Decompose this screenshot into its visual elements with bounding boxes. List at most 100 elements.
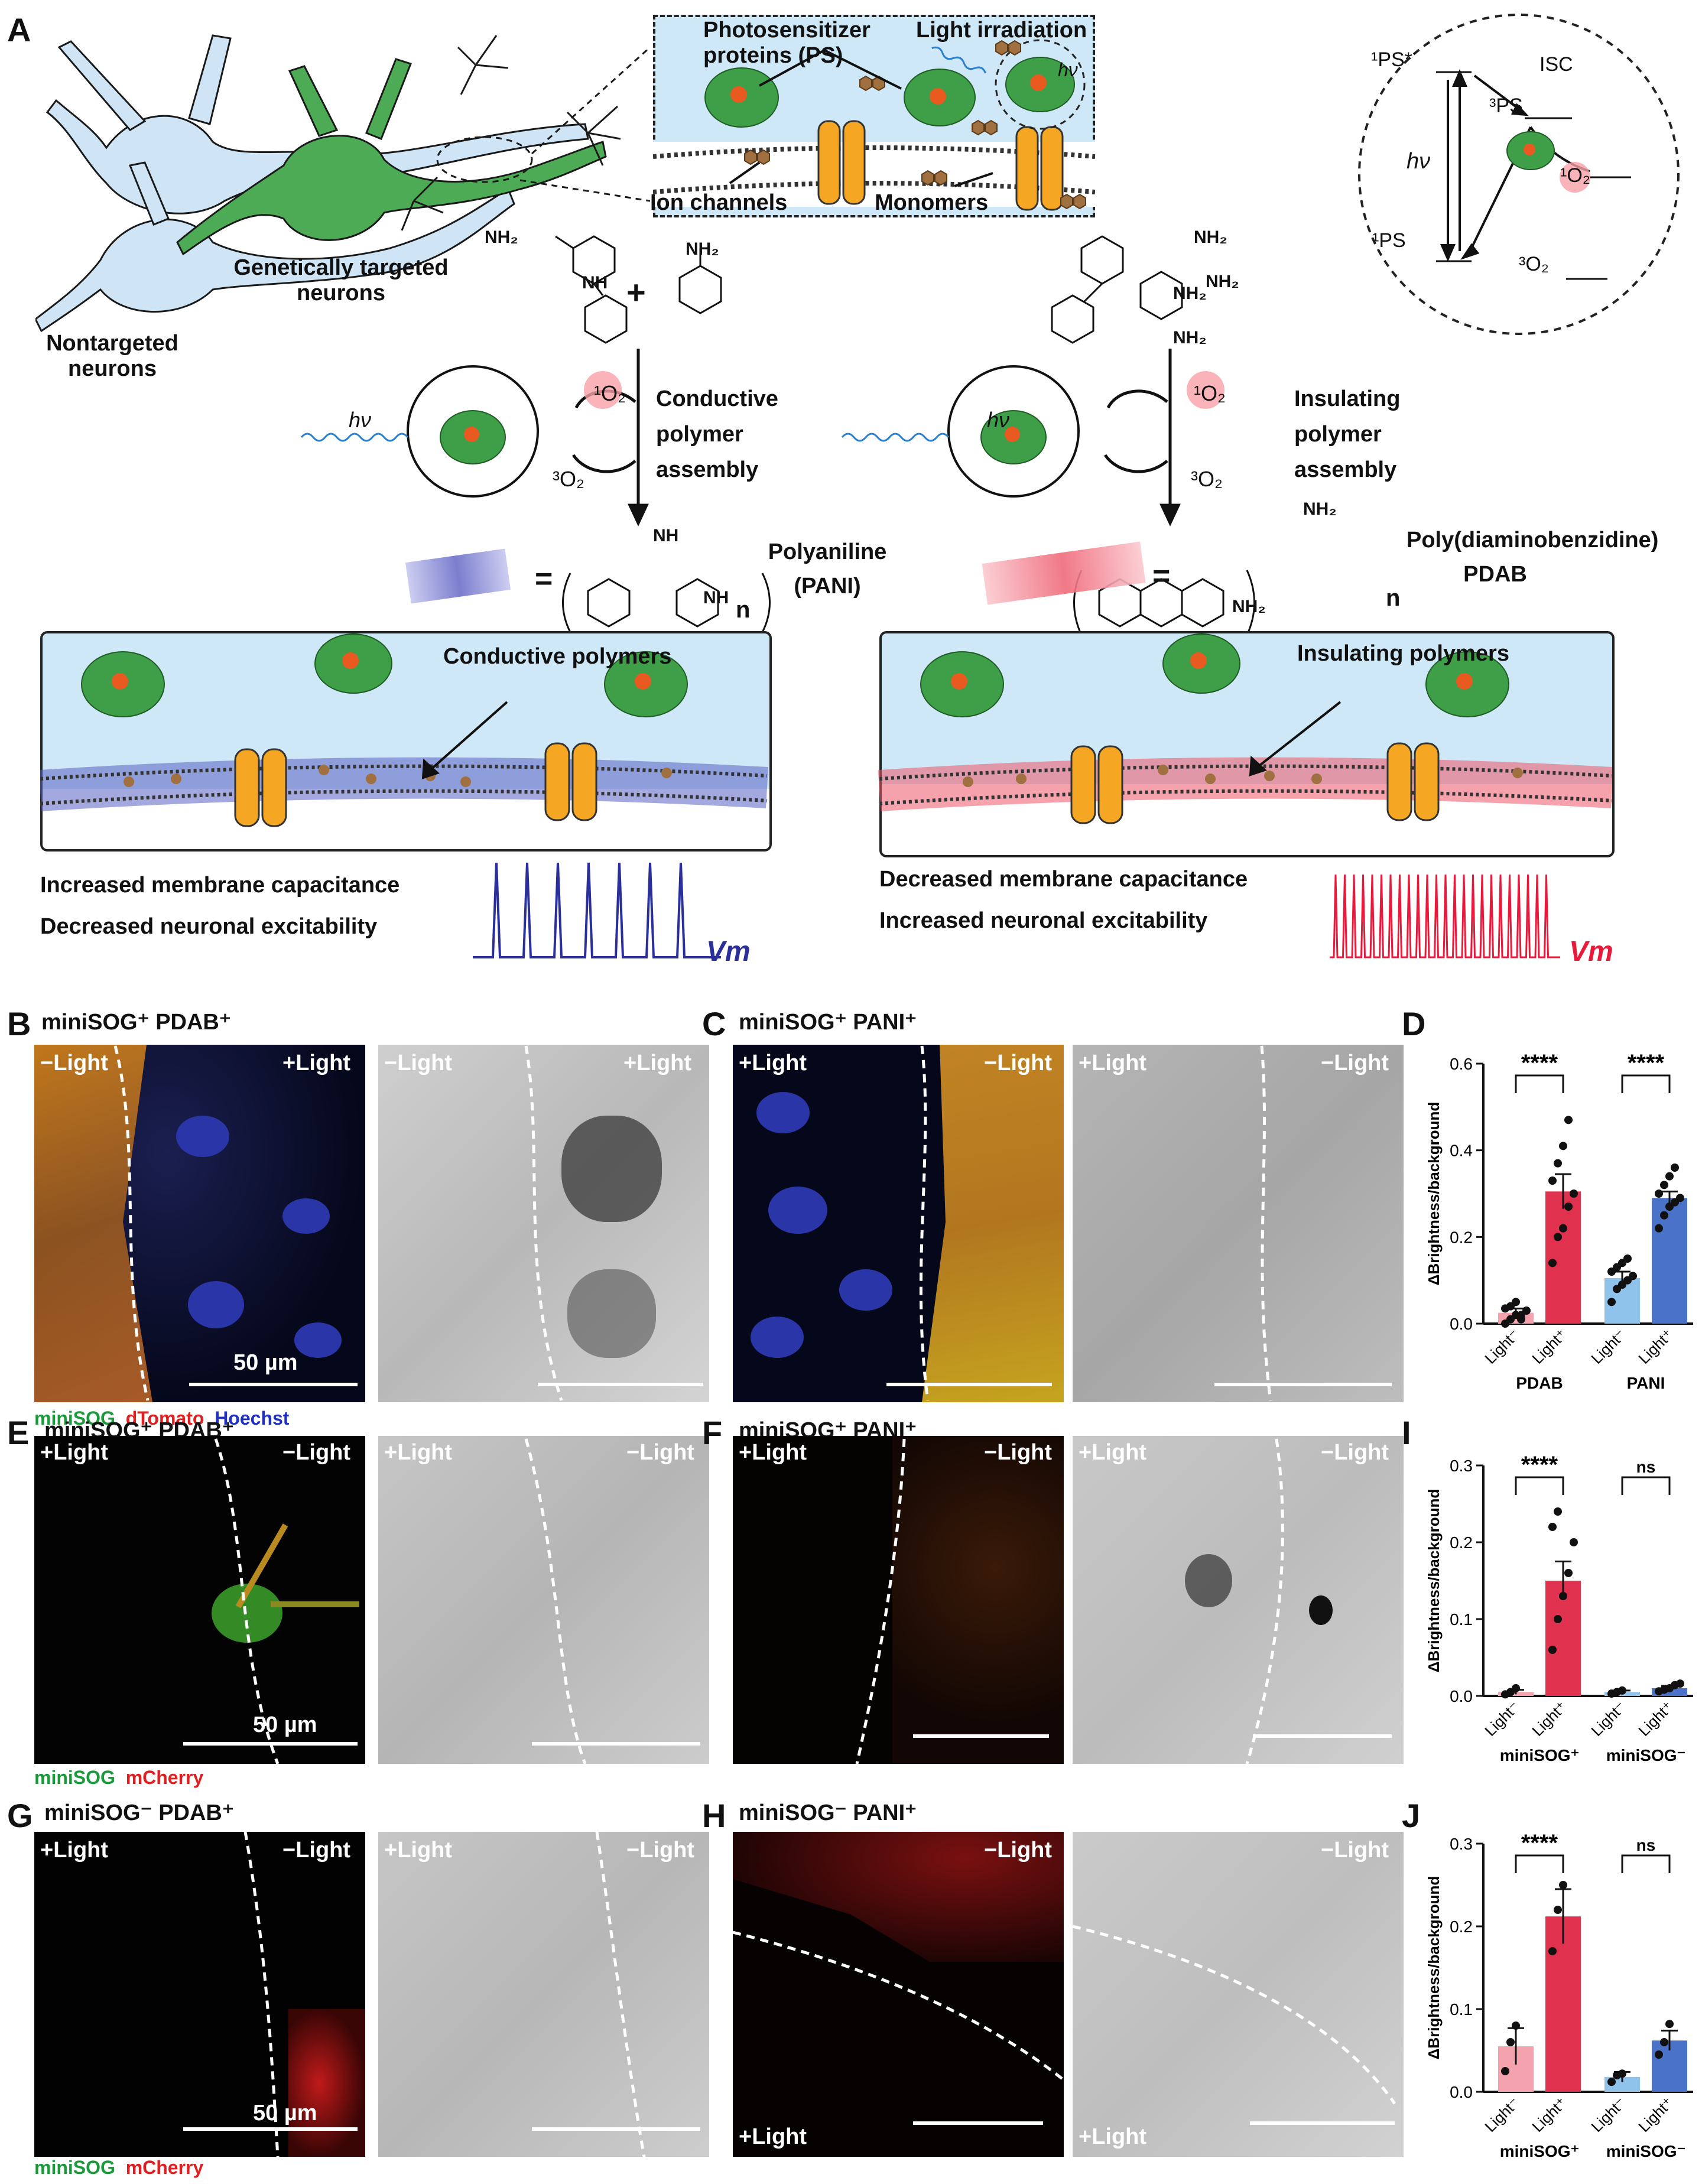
panel-f-fluorescence xyxy=(733,1436,1064,1764)
data-point xyxy=(1512,2022,1520,2030)
c-right-light-plus: +Light xyxy=(1079,1051,1147,1075)
b-right-light-plus: +Light xyxy=(623,1051,692,1075)
group-label: miniSOG⁺ xyxy=(1500,1746,1580,1764)
nontargeted-neurons-label: Nontargeted neurons xyxy=(46,331,178,381)
data-point xyxy=(1607,2078,1616,2086)
hv-right: hν xyxy=(987,408,1010,432)
panel-h-fluorescence xyxy=(733,1832,1064,2157)
vm-label-right: Vm xyxy=(1569,936,1613,967)
panel-e-brightfield xyxy=(378,1436,709,1764)
b-scale-label: 50 µm xyxy=(233,1350,298,1375)
panel-label-f: F xyxy=(702,1414,723,1451)
h-right-light-plus: +Light xyxy=(1079,2124,1147,2149)
panel-f-brightfield xyxy=(1073,1436,1404,1764)
cycle-triplet-o2: ³O₂ xyxy=(1519,253,1549,275)
group-label: miniSOG⁺ xyxy=(1500,2142,1580,2160)
data-point xyxy=(1548,1176,1557,1185)
data-point xyxy=(1522,1306,1531,1315)
legend-dtomato: dTomato xyxy=(125,1408,204,1429)
data-point xyxy=(1564,1116,1573,1124)
data-point xyxy=(1548,1523,1557,1531)
e-legend-mcherry: mCherry xyxy=(125,1767,204,1788)
hv-label-zoom: hν xyxy=(1058,59,1078,80)
category-label: Light⁺ xyxy=(1528,2094,1570,2136)
panel-label-j: J xyxy=(1402,1797,1421,1834)
data-point xyxy=(1618,1686,1626,1695)
singlet-o2-right: ¹O₂ xyxy=(1194,381,1226,405)
data-point xyxy=(1501,2067,1509,2075)
b-right-scale-bar xyxy=(538,1383,703,1386)
sig-bracket xyxy=(1621,1476,1671,1495)
conductive-polymers-label: Conductive polymers xyxy=(443,644,672,669)
pani-nh-bottom: NH xyxy=(703,588,729,607)
sig-label: **** xyxy=(1521,1050,1558,1076)
y-tick-label: 0.2 xyxy=(1450,1533,1473,1552)
panel-c-title: miniSOG⁺ PANI⁺ xyxy=(739,1010,917,1035)
chart-d: 0.00.20.40.6ΔBrightness/backgroundLight⁻… xyxy=(1425,1050,1693,1392)
y-tick-label: 0.2 xyxy=(1450,1228,1473,1246)
data-point xyxy=(1676,1194,1684,1202)
panel-b-fluorescence xyxy=(34,1045,365,1402)
panel-c-brightfield xyxy=(1073,1045,1404,1402)
neuron-illustration xyxy=(35,34,650,333)
category-label: Light⁻ xyxy=(1587,1325,1629,1367)
data-point xyxy=(1517,1315,1525,1324)
left-effect-excitability: Decreased neuronal excitability xyxy=(40,914,378,939)
data-point xyxy=(1676,1679,1684,1688)
data-point xyxy=(1660,2038,1668,2046)
data-point xyxy=(1623,1254,1632,1263)
pani-nh-top: NH xyxy=(653,526,679,545)
g-left-light-minus: −Light xyxy=(282,1838,351,1863)
f-right-scale-bar xyxy=(1253,1734,1392,1738)
panel-label-i: I xyxy=(1402,1414,1411,1451)
data-point xyxy=(1559,1142,1567,1150)
vm-trace-pdab xyxy=(1330,874,1560,958)
category-label: Light⁻ xyxy=(1481,2094,1523,2136)
ps-triplet-label: ³PS xyxy=(1489,95,1523,117)
chart-i: 0.00.10.20.3ΔBrightness/backgroundLight⁻… xyxy=(1425,1452,1693,1764)
h-left-light-minus: −Light xyxy=(984,1838,1053,1863)
e-scale-label: 50 µm xyxy=(253,1712,317,1737)
b-right-light-minus: −Light xyxy=(384,1051,453,1075)
panel-g-brightfield xyxy=(378,1832,709,2157)
nh-a1: NH xyxy=(582,273,608,292)
panel-c-fluorescence xyxy=(733,1045,1064,1402)
f-right-light-minus: −Light xyxy=(1321,1440,1389,1465)
sig-label: **** xyxy=(1521,1452,1558,1478)
nh2-b2: NH₂ xyxy=(1206,272,1239,291)
nh2-b1: NH₂ xyxy=(1194,228,1227,247)
f-right-light-plus: +Light xyxy=(1079,1440,1147,1465)
right-effect-capacitance: Decreased membrane capacitance xyxy=(879,867,1248,892)
panel-label-h: H xyxy=(702,1797,726,1834)
y-tick-label: 0.0 xyxy=(1450,1687,1473,1705)
panel-label-g: G xyxy=(7,1797,33,1834)
nh2-b3: NH₂ xyxy=(1173,284,1207,303)
data-point xyxy=(1671,1164,1679,1172)
data-point xyxy=(1512,1684,1520,1692)
g-legend-mcherry: mCherry xyxy=(125,2157,204,2178)
y-axis-label: ΔBrightness/background xyxy=(1425,1489,1443,1673)
singlet-o2-left: ¹O₂ xyxy=(594,381,626,405)
category-label: Light⁻ xyxy=(1587,1698,1629,1740)
group-label: PDAB xyxy=(1516,1374,1563,1392)
c-right-scale-bar xyxy=(1214,1383,1392,1386)
data-point xyxy=(1655,2050,1663,2059)
data-point xyxy=(1559,1592,1567,1600)
data-point xyxy=(1665,2020,1674,2029)
ps-excited-label: ¹PS* xyxy=(1371,48,1412,71)
data-point xyxy=(1559,1224,1567,1233)
data-point xyxy=(1548,1646,1557,1654)
g-legend-minisog: miniSOG xyxy=(34,2157,115,2178)
light-irradiation-label: Light irradiation xyxy=(916,18,1087,43)
data-point xyxy=(1512,1298,1520,1306)
sig-label: **** xyxy=(1628,1050,1665,1076)
pdab-nh2-bottom: NH₂ xyxy=(1232,597,1266,616)
h-scale-bar xyxy=(913,2121,1043,2125)
right-effect-excitability: Increased neuronal excitability xyxy=(879,908,1208,933)
y-tick-label: 0.6 xyxy=(1450,1055,1473,1073)
g-right-light-plus: +Light xyxy=(384,1838,453,1863)
equals-left: = xyxy=(535,562,553,596)
hv-label-cycle: hν xyxy=(1407,149,1431,174)
f-left-light-minus: −Light xyxy=(984,1440,1053,1465)
